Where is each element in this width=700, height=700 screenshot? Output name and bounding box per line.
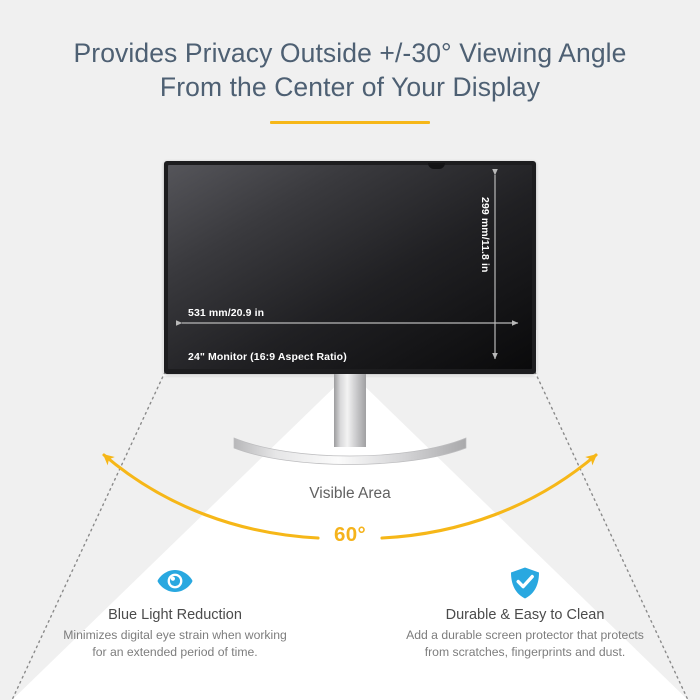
eye-icon: [0, 566, 350, 600]
dimension-arrows: [176, 169, 519, 360]
feature-description-line-2: for an extended period of time.: [92, 644, 258, 659]
monitor-stand-neck: [334, 374, 366, 447]
feature-description: Add a durable screen protector that prot…: [350, 627, 700, 660]
visible-area-label: Visible Area: [309, 485, 391, 502]
angle-arc-right: [380, 453, 598, 540]
feature-description-line-2: from scratches, fingerprints and dust.: [424, 644, 626, 659]
monitor-graphic: 531 mm/20.9 in 24" Monitor (16:9 Aspect …: [164, 161, 536, 374]
feature-description-line-1: Add a durable screen protector that prot…: [406, 628, 644, 642]
page-title: Provides Privacy Outside +/-30° Viewing …: [0, 36, 700, 104]
monitor-stand-base: [233, 437, 467, 465]
shield-check-icon: [350, 566, 700, 600]
feature-description-line-1: Minimizes digital eye strain when workin…: [63, 628, 287, 642]
page-title-line-2: From the Center of Your Display: [159, 72, 541, 102]
visible-area-cone: [12, 372, 688, 700]
page-title-line-1: Provides Privacy Outside +/-30° Viewing …: [73, 38, 627, 68]
webcam-notch-icon: [428, 163, 445, 169]
feature-blue-light-reduction: Blue Light Reduction Minimizes digital e…: [0, 566, 350, 660]
angle-arc-left: [102, 453, 320, 540]
feature-title: Blue Light Reduction: [108, 607, 242, 623]
monitor-model-label: 24" Monitor (16:9 Aspect Ratio): [188, 351, 347, 363]
monitor-screen: [168, 165, 532, 369]
viewing-angle-value: 60°: [334, 523, 366, 546]
feature-description: Minimizes digital eye strain when workin…: [0, 627, 350, 660]
title-accent-bar: [270, 121, 430, 124]
feature-durable-easy-to-clean: Durable & Easy to Clean Add a durable sc…: [350, 566, 700, 660]
feature-row: Blue Light Reduction Minimizes digital e…: [0, 566, 700, 660]
width-dimension-label: 531 mm/20.9 in: [188, 307, 265, 319]
feature-title: Durable & Easy to Clean: [445, 607, 605, 623]
viewing-angle-line-right: [534, 371, 689, 700]
viewing-angle-line-left: [11, 371, 166, 700]
